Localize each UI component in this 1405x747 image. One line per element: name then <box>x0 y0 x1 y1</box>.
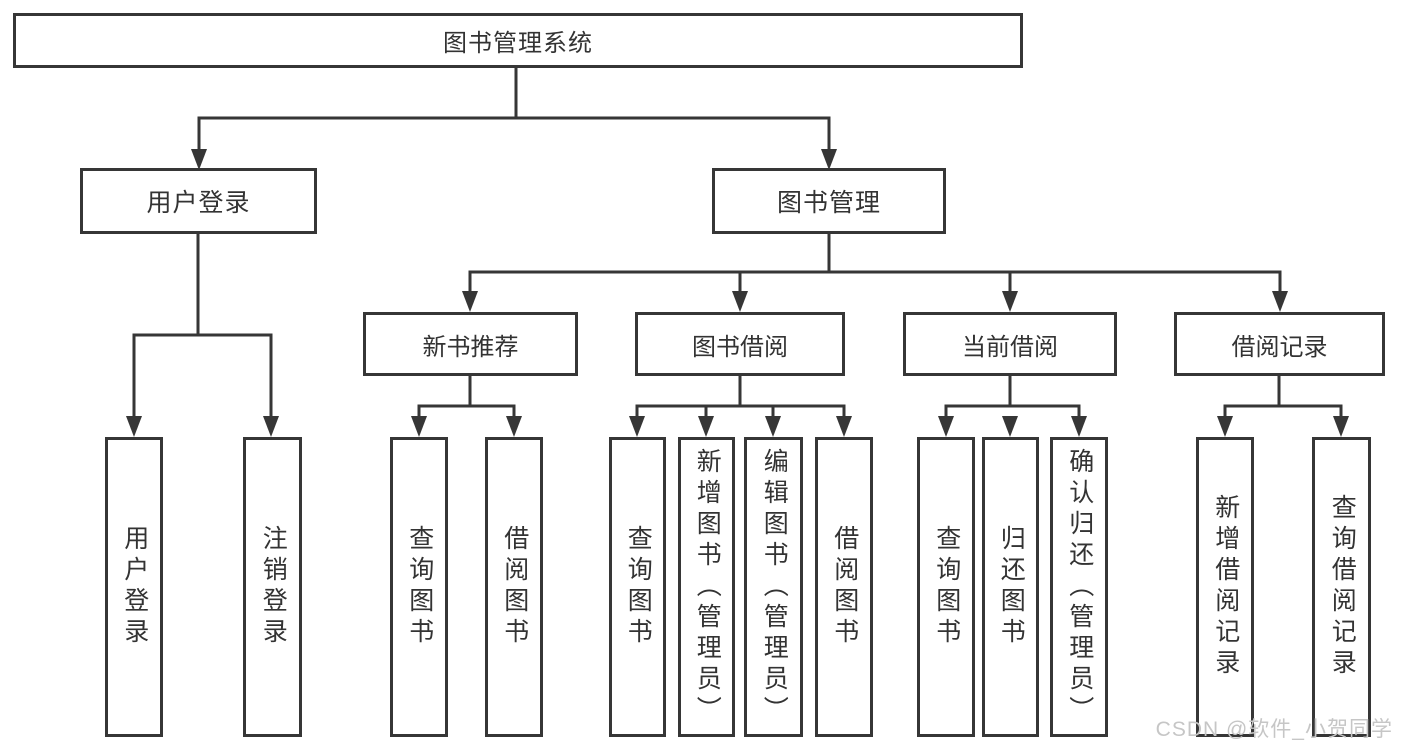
leaf-current-confirm-return-admin: 确认归还（管理员） <box>1050 437 1108 737</box>
node-book-borrowing: 图书借阅 <box>635 312 845 376</box>
leaf-records-query-record: 查询借阅记录 <box>1312 437 1371 737</box>
node-user-login: 用户登录 <box>80 168 317 234</box>
leaf-newbook-borrow-books: 借阅图书 <box>485 437 543 737</box>
leaf-current-query-books: 查询图书 <box>917 437 975 737</box>
node-root: 图书管理系统 <box>13 13 1023 68</box>
leaf-borrowing-add-book-admin: 新增图书（管理员） <box>678 437 735 737</box>
arrowheads <box>126 149 1349 437</box>
leaf-newbook-query-books: 查询图书 <box>390 437 448 737</box>
watermark: CSDN @软件_小贺同学 <box>1155 718 1393 741</box>
leaf-logout: 注销登录 <box>243 437 302 737</box>
leaf-borrowing-query-books: 查询图书 <box>609 437 666 737</box>
leaf-borrowing-borrow-books: 借阅图书 <box>815 437 873 737</box>
leaf-user-login: 用户登录 <box>105 437 163 737</box>
leaf-borrowing-edit-book-admin: 编辑图书（管理员） <box>744 437 803 737</box>
leaf-records-add-record: 新增借阅记录 <box>1196 437 1254 737</box>
node-book-management: 图书管理 <box>712 168 946 234</box>
node-current-borrowing: 当前借阅 <box>903 312 1117 376</box>
node-new-book-recommendation: 新书推荐 <box>363 312 578 376</box>
node-borrowing-records: 借阅记录 <box>1174 312 1385 376</box>
leaf-current-return-books: 归还图书 <box>982 437 1039 737</box>
